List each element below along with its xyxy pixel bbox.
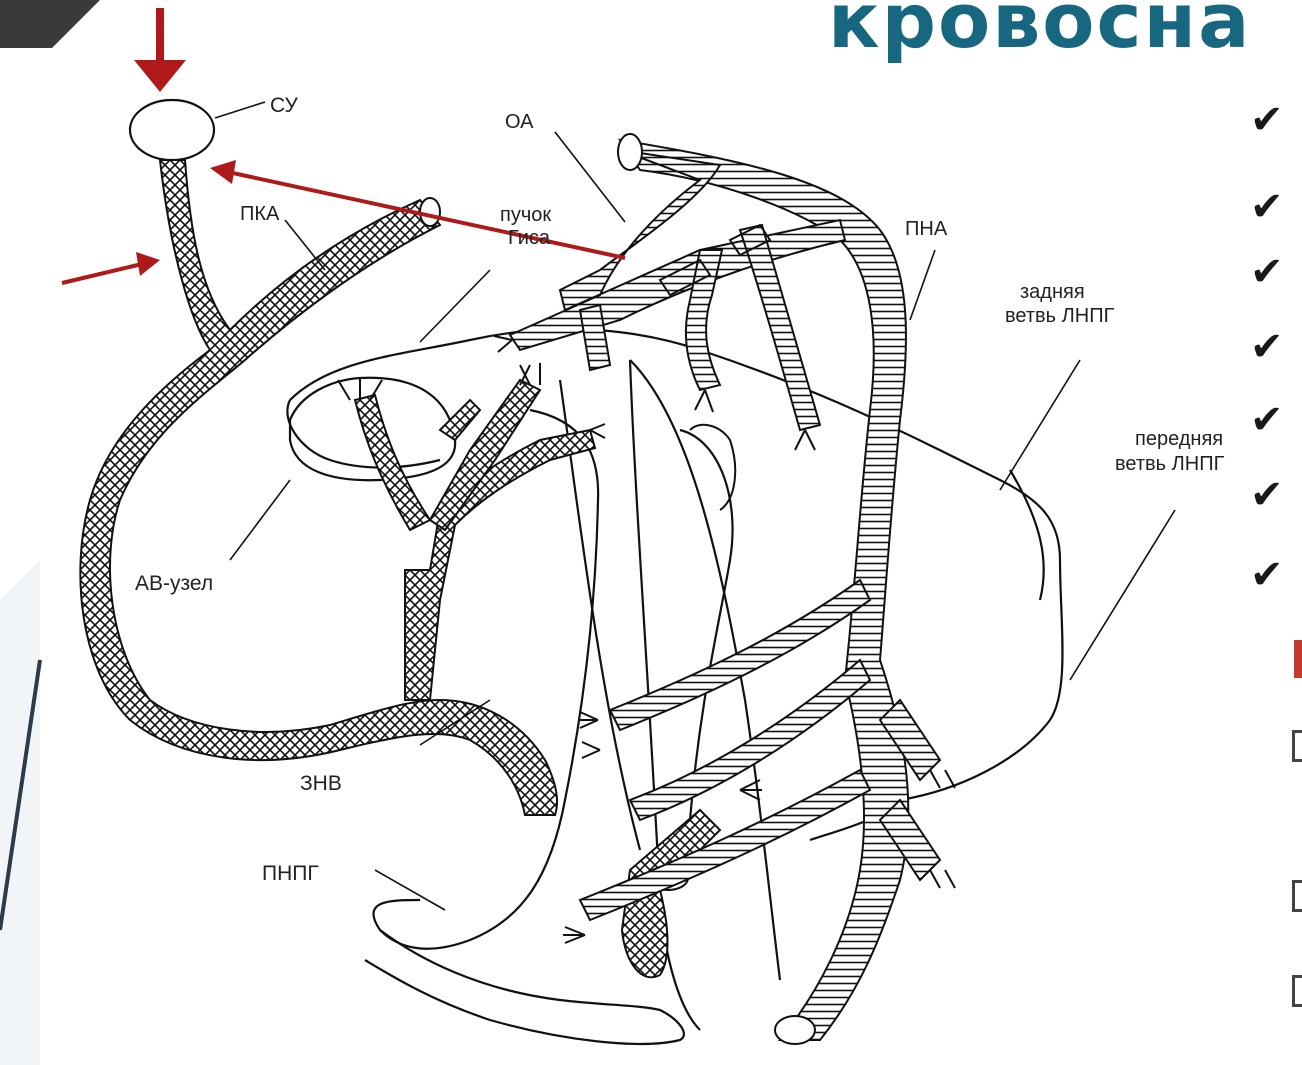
bullet-check-6: ✔ — [1250, 475, 1284, 515]
label-av-node: АВ-узел — [135, 572, 213, 595]
bullet-check-7: ✔ — [1250, 555, 1284, 595]
slide-title: кровосна — [828, 0, 1251, 65]
bullet-check-3: ✔ — [1250, 252, 1284, 292]
label-posterior-branch-2: ветвь ЛНПГ — [1005, 305, 1115, 327]
label-his-bundle-1: пучок — [500, 204, 551, 226]
label-posterior-branch-1: задняя — [1020, 281, 1085, 303]
side-decoration — [0, 560, 40, 1065]
bracket-marker-2 — [1292, 880, 1302, 912]
bullet-check-1: ✔ — [1250, 100, 1284, 140]
bullet-check-5: ✔ — [1250, 400, 1284, 440]
av-nodal-artery — [355, 380, 595, 700]
label-his-bundle-2: Гиса — [508, 227, 551, 249]
label-oa: ОА — [505, 111, 534, 133]
label-pna: ПНА — [905, 218, 948, 240]
bullet-check-4: ✔ — [1250, 327, 1284, 367]
label-anterior-branch-1: передняя — [1135, 428, 1223, 450]
red-text-fragment — [1294, 640, 1302, 678]
label-pka: ПКА — [240, 203, 280, 225]
sa-node — [130, 100, 214, 160]
corner-decoration — [0, 0, 100, 48]
label-anterior-branch-2: ветвь ЛНПГ — [1115, 453, 1225, 475]
label-pnpg: ПНПГ — [262, 862, 319, 885]
bullet-check-2: ✔ — [1250, 187, 1284, 227]
label-znv: ЗНВ — [300, 772, 342, 795]
bracket-marker-3 — [1292, 975, 1302, 1007]
bracket-marker-1 — [1292, 730, 1302, 762]
label-su: СУ — [270, 94, 298, 117]
